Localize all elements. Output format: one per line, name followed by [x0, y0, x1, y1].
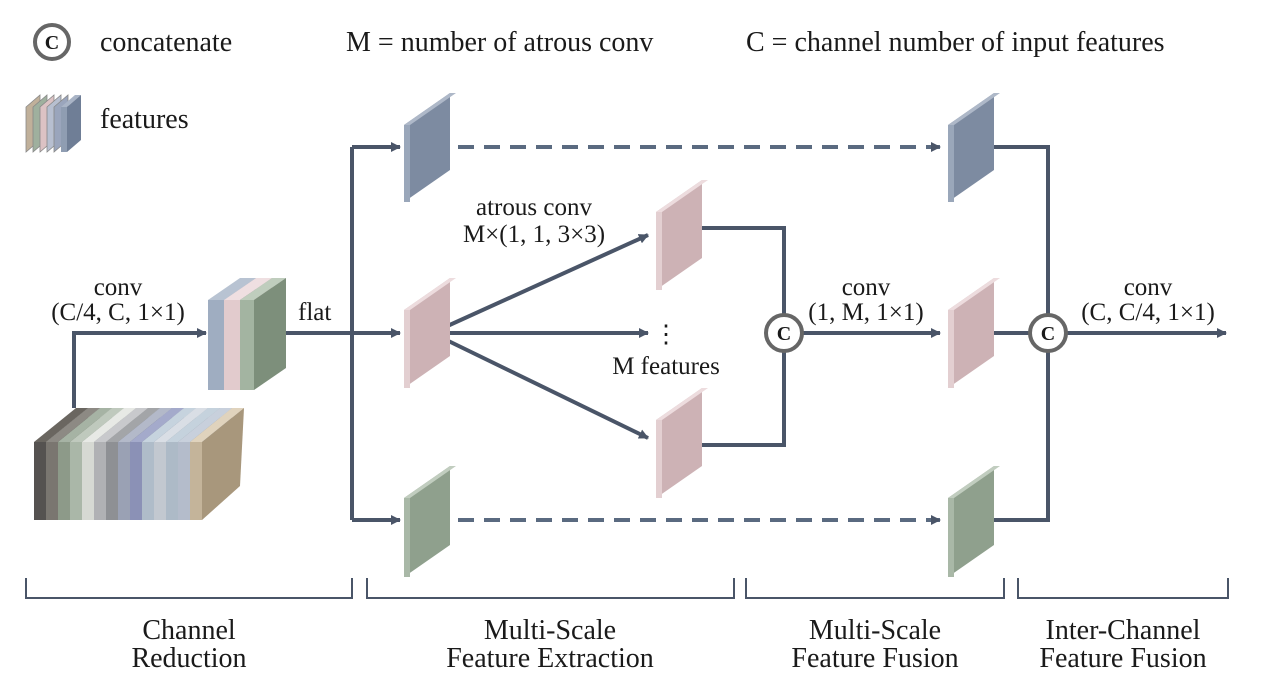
bracket-feature-extraction: [366, 578, 735, 599]
m-features-label: M features: [612, 353, 720, 380]
atrous-feature-bottom: [656, 388, 708, 498]
section-label-line2: Feature Extraction: [446, 643, 654, 674]
concatenate-legend-label: concatenate: [100, 27, 232, 58]
bracket-feature-fusion: [745, 578, 1005, 599]
section-label-line2: Feature Fusion: [1039, 643, 1206, 674]
reduced-feature-stack: [208, 278, 286, 390]
atrous-arrow-bottom: [431, 331, 649, 440]
fused-feature-mid: [948, 278, 1000, 388]
features-legend-label: features: [100, 104, 189, 135]
section-label-line1: Multi-Scale: [484, 615, 616, 646]
input-feature-stack: [34, 408, 244, 520]
atrous-feature-top: [656, 180, 708, 290]
extraction-feature-mid: [404, 278, 456, 388]
section-label-line1: Inter-Channel: [1046, 615, 1201, 646]
reduction-conv-params: (C/4, C, 1×1): [51, 299, 185, 326]
section-brackets: [25, 578, 1229, 599]
fusion-concat-node: C: [764, 313, 804, 353]
inter-channel-concat-node: C: [1028, 313, 1068, 353]
final-conv-params: (C, C/4, 1×1): [1081, 299, 1215, 326]
svg-text:C: C: [1041, 323, 1055, 345]
final-conv-label: conv: [1124, 274, 1173, 301]
flat-label: flat: [298, 299, 331, 326]
section-label-line2: Reduction: [131, 643, 246, 674]
extraction-feature-bottom: [404, 466, 456, 577]
section-label-line1: Channel: [142, 615, 236, 646]
section-label-line1: Multi-Scale: [809, 615, 941, 646]
c-definition: C = channel number of input features: [746, 27, 1165, 58]
svg-text:C: C: [45, 32, 59, 54]
fused-feature-top: [948, 93, 1000, 202]
atrous-arrow-top: [431, 233, 649, 335]
legend: C concatenate features M = number of atr…: [25, 23, 1165, 153]
svg-text:C: C: [777, 323, 791, 345]
concatenate-legend-icon: C: [33, 23, 71, 61]
bracket-channel-reduction: [25, 578, 353, 599]
m-definition: M = number of atrous conv: [346, 27, 653, 58]
fusion-conv-params: (1, M, 1×1): [808, 299, 923, 326]
bracket-inter-channel: [1017, 578, 1229, 599]
section-labels: Channel Reduction Multi-Scale Feature Ex…: [131, 615, 1206, 674]
section-label-line2: Feature Fusion: [791, 643, 958, 674]
fused-feature-bottom: [948, 466, 1000, 577]
fusion-conv-label: conv: [842, 274, 891, 301]
extraction-feature-top: [404, 93, 456, 202]
atrous-conv-params: M×(1, 1, 3×3): [463, 221, 605, 248]
reduction-conv-label: conv: [94, 274, 143, 301]
operation-labels: conv (C/4, C, 1×1) flat atrous conv M×(1…: [51, 194, 1215, 380]
reduction-arrow: [72, 328, 207, 408]
vertical-ellipsis: ⋮: [654, 321, 679, 348]
atrous-conv-label: atrous conv: [476, 194, 592, 221]
features-legend-icon: [25, 94, 81, 153]
